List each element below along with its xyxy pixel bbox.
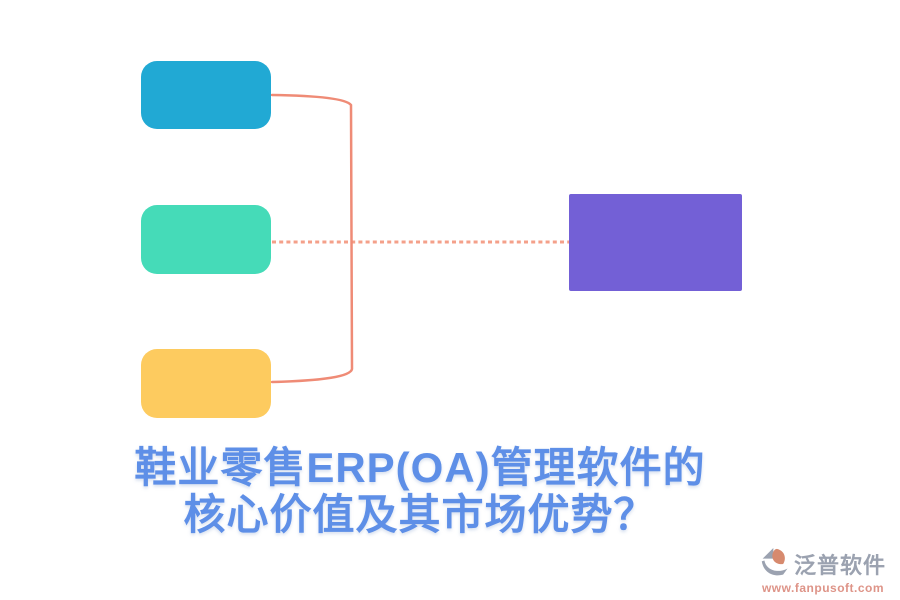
value-box-bottom [141, 349, 271, 418]
brand-name: 泛普软件 [793, 553, 886, 578]
value-box-middle [141, 205, 271, 274]
brand-url: www.fanpusoft.com [761, 581, 885, 595]
logo-leaf-shape [772, 548, 785, 565]
page-title: 鞋业零售ERP(OA)管理软件的 核心价值及其市场优势？ [0, 444, 840, 538]
value-box-top [141, 61, 271, 129]
logo-swoosh-shape [761, 560, 788, 576]
target-box-right [569, 194, 742, 291]
page-title-line1: 鞋业零售ERP(OA)管理软件的 [134, 444, 706, 491]
logo-wedge-shape [762, 548, 774, 559]
bracket-connector [270, 93, 354, 384]
page-title-line2: 核心价值及其市场优势？ [183, 491, 657, 538]
fanpu-logo-icon [761, 548, 788, 576]
brand-watermark: 泛普软件 www.fanpusoft.com [758, 547, 888, 595]
